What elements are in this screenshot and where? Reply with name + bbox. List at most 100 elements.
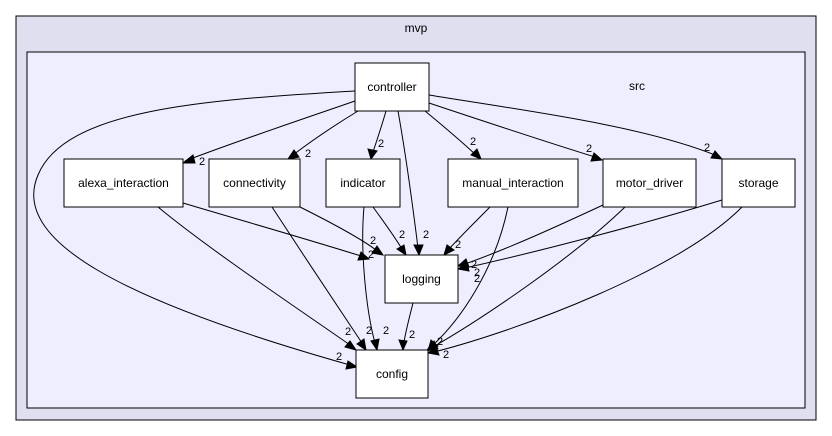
edge-arrowhead <box>396 244 407 257</box>
node-label: connectivity <box>223 176 286 190</box>
cluster-mvp-label: mvp <box>405 21 428 35</box>
edge-logging-config: 2 <box>398 302 415 352</box>
edge-label: 2 <box>345 326 351 338</box>
node-manual-interaction[interactable]: manual_interaction <box>447 158 579 208</box>
node-alexa-interaction[interactable]: alexa_interaction <box>63 158 184 208</box>
node-box <box>721 158 796 208</box>
node-box <box>325 158 401 208</box>
edge-arrowhead <box>456 262 470 272</box>
node-label: controller <box>367 80 416 94</box>
edge-manual-interaction-logging: 2 <box>443 206 491 256</box>
node-controller[interactable]: controller <box>354 62 430 112</box>
edge-controller-storage: 2 <box>428 94 724 160</box>
edge-controller-config: 2 <box>33 90 359 370</box>
edge-line <box>33 90 356 366</box>
edge-line <box>432 206 509 346</box>
edge-arrowhead <box>413 244 424 257</box>
edge-line <box>372 206 403 250</box>
edge-indicator-config: 2 <box>362 206 389 352</box>
node-label: manual_interaction <box>462 176 563 190</box>
edge-controller-motor-driver: 2 <box>428 102 604 162</box>
edge-label: 2 <box>423 229 429 241</box>
node-label: motor_driver <box>616 176 683 190</box>
edge-line <box>464 204 604 265</box>
edge-line <box>184 100 356 162</box>
edge-label: 2 <box>443 349 449 361</box>
edge-arrowhead <box>426 346 440 356</box>
edge-label: 2 <box>471 259 477 271</box>
node-box <box>354 62 430 112</box>
edge-connectivity-config: 2 <box>271 206 372 352</box>
edge-label: 2 <box>455 239 461 251</box>
node-box <box>208 158 301 208</box>
edges: 2 2 2 2 2 2 <box>33 90 743 370</box>
edge-line <box>464 199 723 269</box>
edge-arrowhead <box>181 154 196 164</box>
edge-line <box>448 206 491 250</box>
node-box <box>447 158 579 208</box>
edge-label: 2 <box>704 142 710 154</box>
cluster-src-label: src <box>629 79 645 93</box>
edge-label: 2 <box>336 351 342 363</box>
edge-line <box>428 94 716 156</box>
node-label: config <box>376 367 408 381</box>
node-logging[interactable]: logging <box>384 254 459 304</box>
edge-arrowhead <box>344 340 358 351</box>
node-box <box>63 158 184 208</box>
node-connectivity[interactable]: connectivity <box>208 158 301 208</box>
edge-line <box>403 302 414 343</box>
edge-arrowhead <box>356 338 367 352</box>
edge-line <box>362 206 376 344</box>
edge-controller-alexa-interaction: 2 <box>181 100 356 168</box>
node-label: storage <box>738 176 778 190</box>
node-config[interactable]: config <box>355 349 429 399</box>
edge-arrowhead <box>470 148 482 160</box>
edge-label: 2 <box>383 325 389 337</box>
edge-arrowhead <box>371 245 385 256</box>
edge-line <box>372 110 387 153</box>
edge-label: 2 <box>474 273 480 285</box>
edge-line <box>432 206 626 348</box>
node-box <box>602 158 697 208</box>
edge-label: 2 <box>470 136 476 148</box>
nodes: controller alexa_interaction connectivit… <box>63 62 796 399</box>
edge-line <box>182 202 362 257</box>
edge-line <box>292 110 359 156</box>
node-label: logging <box>402 272 441 286</box>
edge-controller-indicator: 2 <box>367 110 387 161</box>
edge-label: 2 <box>199 156 205 168</box>
node-storage[interactable]: storage <box>721 158 796 208</box>
edge-line <box>428 102 596 158</box>
edge-arrowhead <box>590 152 604 162</box>
node-motor-driver[interactable]: motor_driver <box>602 158 697 208</box>
edge-line <box>433 206 743 353</box>
node-indicator[interactable]: indicator <box>325 158 401 208</box>
edge-line <box>424 110 477 156</box>
edge-line <box>271 206 363 344</box>
edge-label: 2 <box>378 138 384 150</box>
edge-arrowhead <box>443 244 455 256</box>
node-box <box>355 349 429 399</box>
edge-storage-config: 2 <box>426 206 743 361</box>
edge-label: 2 <box>370 235 376 247</box>
node-label: indicator <box>340 176 385 190</box>
edge-label: 2 <box>368 249 374 261</box>
edge-arrowhead <box>367 148 378 161</box>
edge-alexa-interaction-config: 2 <box>157 206 358 351</box>
edge-controller-connectivity: 2 <box>286 110 359 160</box>
edge-line <box>299 206 377 251</box>
edge-connectivity-logging: 2 <box>299 206 385 256</box>
edge-label: 2 <box>305 148 311 160</box>
edge-controller-manual-interaction: 2 <box>424 110 482 160</box>
edge-storage-logging: 2 <box>456 199 723 279</box>
edge-arrowhead <box>370 338 380 352</box>
edge-label: 2 <box>586 143 592 155</box>
edge-label: 2 <box>437 336 443 348</box>
edge-label: 2 <box>474 267 480 279</box>
edge-controller-logging: 2 <box>397 110 429 257</box>
edge-label: 2 <box>399 229 405 241</box>
edge-line <box>157 206 351 346</box>
edge-arrowhead <box>286 149 300 160</box>
edge-arrowhead <box>398 339 408 352</box>
